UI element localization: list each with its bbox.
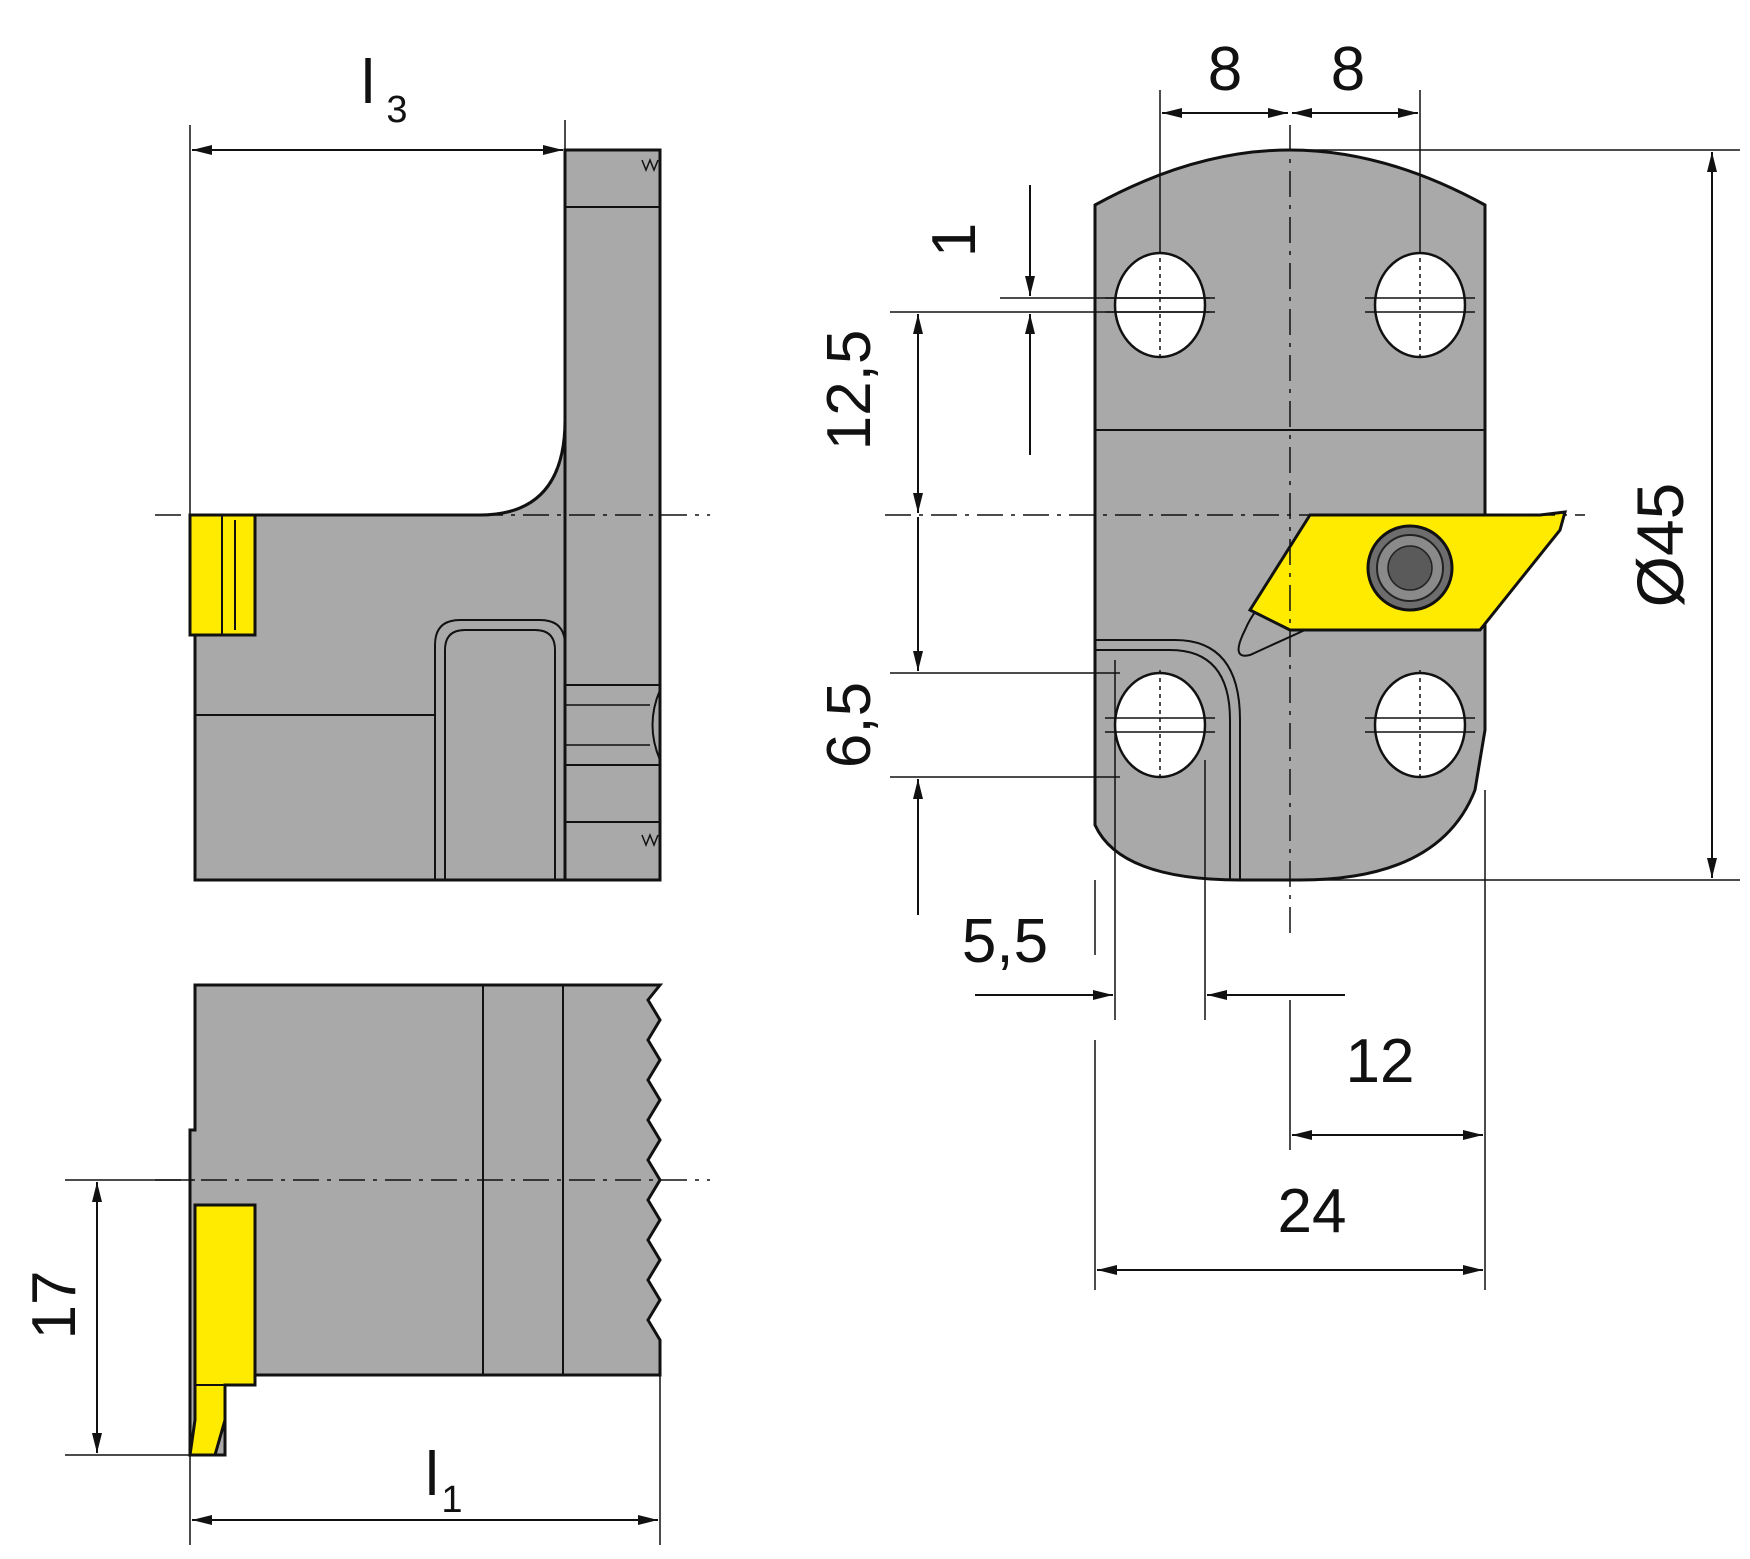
dim-6-5-label: 6,5 <box>815 682 884 768</box>
dim-5-5: 5,5 <box>962 660 1345 1020</box>
dim-8-right-label: 8 <box>1331 35 1365 104</box>
dim-12: 12 <box>1289 790 1486 1290</box>
dim-l1-label: l <box>425 1440 439 1509</box>
dim-6-5: 6,5 <box>815 517 1120 915</box>
dim-l3: l 3 <box>189 48 566 515</box>
top-view-body <box>188 983 664 1457</box>
front-view <box>155 148 710 882</box>
top-view-insert <box>188 1203 257 1457</box>
side-view <box>885 125 1585 940</box>
dim-12-label: 12 <box>1346 1027 1415 1096</box>
dim-8-8: 8 8 <box>1159 35 1421 250</box>
dim-l3-label: l <box>361 48 375 117</box>
dim-l1-subscript: 1 <box>441 1479 462 1521</box>
dim-17: 17 <box>20 1179 195 1456</box>
dim-8-left-label: 8 <box>1208 35 1242 104</box>
front-view-slot <box>434 619 566 880</box>
dim-l1: l 1 <box>189 1375 661 1545</box>
dim-l3-subscript: 3 <box>386 89 407 131</box>
dim-d45-label: Ø45 <box>1623 483 1697 608</box>
dim-1: 1 <box>890 185 1210 455</box>
front-view-body <box>193 419 567 882</box>
dim-d45: Ø45 <box>1290 149 1740 881</box>
top-view <box>155 983 710 1457</box>
dim-5-5-label: 5,5 <box>962 907 1048 976</box>
dim-1-label: 1 <box>920 223 989 257</box>
dim-24-label: 24 <box>1278 1177 1347 1246</box>
dim-12-5: 12,5 <box>815 314 923 513</box>
dim-12-5-label: 12,5 <box>815 330 884 451</box>
dim-24: 24 <box>1094 1040 1483 1290</box>
dim-17-label: 17 <box>20 1271 89 1340</box>
